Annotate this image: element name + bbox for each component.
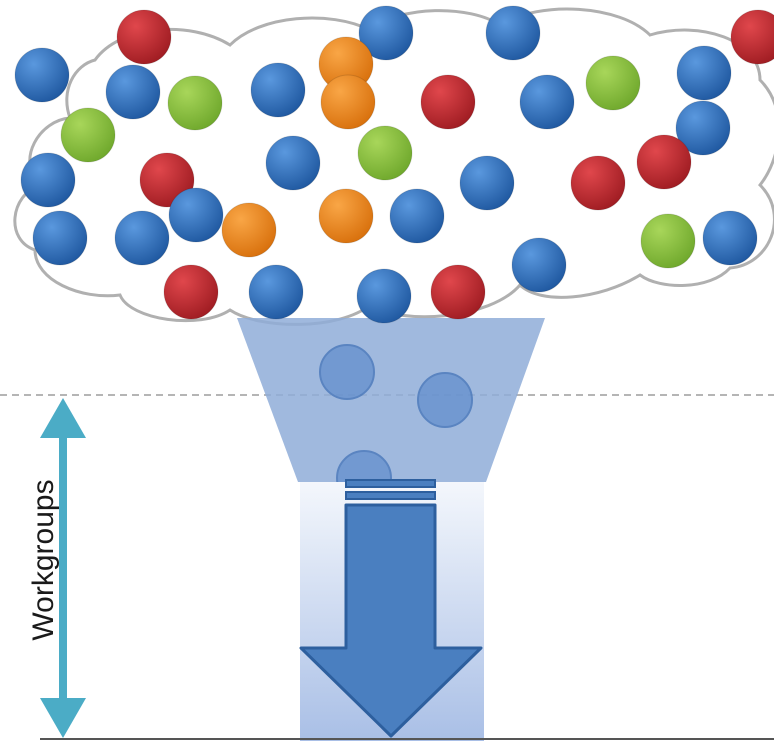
blue-ball <box>675 100 731 156</box>
blue-ball <box>248 264 304 320</box>
blue-ball <box>389 188 445 244</box>
green-ball <box>60 107 116 163</box>
blue-ball <box>358 5 414 61</box>
funnel <box>237 318 545 482</box>
blue-ball <box>356 268 412 324</box>
green-ball <box>585 55 641 111</box>
orange-ball <box>320 74 376 130</box>
blue-ball <box>14 47 70 103</box>
orange-ball <box>318 188 374 244</box>
blue-ball <box>459 155 515 211</box>
green-ball <box>357 125 413 181</box>
blue-ball <box>105 64 161 120</box>
funnel-ball <box>417 372 473 428</box>
red-ball <box>420 74 476 130</box>
funnel-ball <box>319 344 375 400</box>
workgroups-axis-arrow <box>40 398 86 738</box>
workgroups-label: Workgroups <box>27 479 60 640</box>
blue-ball <box>32 210 88 266</box>
blue-ball <box>702 210 758 266</box>
red-ball <box>570 155 626 211</box>
red-ball <box>636 134 692 190</box>
blue-ball <box>250 62 306 118</box>
blue-ball <box>485 5 541 61</box>
cloud-balls <box>14 5 774 324</box>
red-ball <box>430 264 486 320</box>
blue-ball <box>168 187 224 243</box>
down-arrow <box>299 479 483 738</box>
red-ball <box>116 9 172 65</box>
blue-ball <box>265 135 321 191</box>
red-ball <box>163 264 219 320</box>
blue-ball <box>511 237 567 293</box>
green-ball <box>640 213 696 269</box>
green-ball <box>167 75 223 131</box>
orange-ball <box>221 202 277 258</box>
blue-ball <box>519 74 575 130</box>
blue-ball <box>676 45 732 101</box>
red-ball <box>730 9 774 65</box>
blue-ball <box>20 152 76 208</box>
blue-ball <box>114 210 170 266</box>
